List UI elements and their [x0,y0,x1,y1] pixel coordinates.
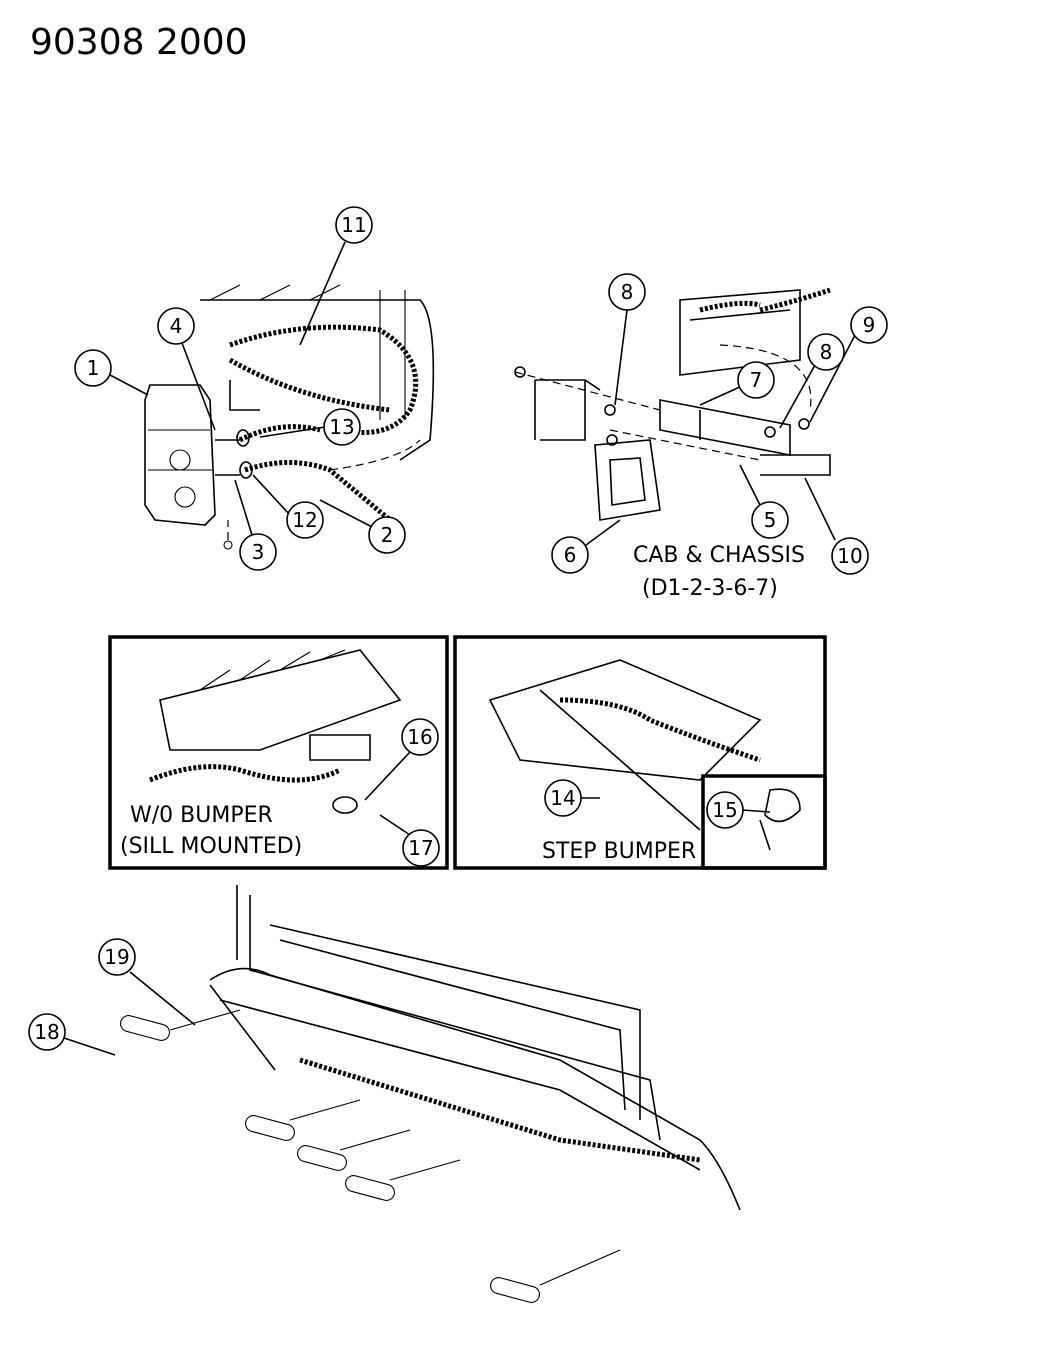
callouts: 1 2 3 4 5 6 7 8 8 9 10 11 12 13 14 15 16… [28,206,888,1051]
svg-text:3: 3 [252,540,265,564]
svg-text:18: 18 [34,1020,59,1044]
svg-text:17: 17 [408,836,433,860]
callout-11: 11 [335,206,373,244]
svg-text:15: 15 [712,798,737,822]
callout-1: 1 [74,349,112,387]
callout-15: 15 [706,791,744,829]
svg-text:12: 12 [292,508,317,532]
cab-chassis-label: CAB & CHASSIS [633,543,805,568]
callout-7: 7 [737,361,775,399]
svg-text:14: 14 [550,786,575,810]
callout-8b: 8 [807,333,845,371]
callout-4: 4 [157,307,195,345]
step-bumper-label: STEP BUMPER [542,839,696,864]
diagram-title: 90308 2000 [30,22,248,63]
callout-14: 14 [544,779,582,817]
sill-mounted-label: (SILL MOUNTED) [120,834,302,859]
callout-8: 8 [608,273,646,311]
svg-text:6: 6 [564,543,577,567]
rear-bumper-drawing [120,885,741,1303]
svg-text:16: 16 [407,725,432,749]
tail-lamp-assembly [144,284,435,550]
step-bumper-panel [453,635,827,870]
callout-13: 13 [323,408,361,446]
svg-text:8: 8 [621,280,634,304]
callout-2: 2 [368,516,406,554]
cab-chassis-assembly [514,287,831,521]
svg-text:5: 5 [764,508,777,532]
callout-10: 10 [831,537,869,575]
callout-6: 6 [551,536,589,574]
callout-leaders [63,241,856,1056]
svg-text:11: 11 [341,213,366,237]
callout-9: 9 [850,306,888,344]
svg-text:7: 7 [750,368,763,392]
svg-text:8: 8 [820,340,833,364]
step-bumper-detail-inset [701,774,827,870]
wo-bumper-label: W/0 BUMPER [130,803,273,828]
callout-3: 3 [239,533,277,571]
callout-5: 5 [751,501,789,539]
svg-text:9: 9 [863,313,876,337]
step-bumper-drawing [488,659,801,851]
svg-text:13: 13 [329,415,354,439]
svg-text:4: 4 [170,314,183,338]
svg-text:19: 19 [104,945,129,969]
wo-bumper-drawing [149,649,402,814]
svg-text:2: 2 [381,523,394,547]
svg-text:10: 10 [837,544,862,568]
callout-17: 17 [402,829,440,867]
callout-18: 18 [28,1013,66,1051]
wo-bumper-panel [108,635,449,870]
callout-12: 12 [286,501,324,539]
callout-19: 19 [98,938,136,976]
svg-text:1: 1 [87,356,100,380]
callout-16: 16 [401,718,439,756]
cab-chassis-models-label: (D1-2-3-6-7) [642,576,778,601]
